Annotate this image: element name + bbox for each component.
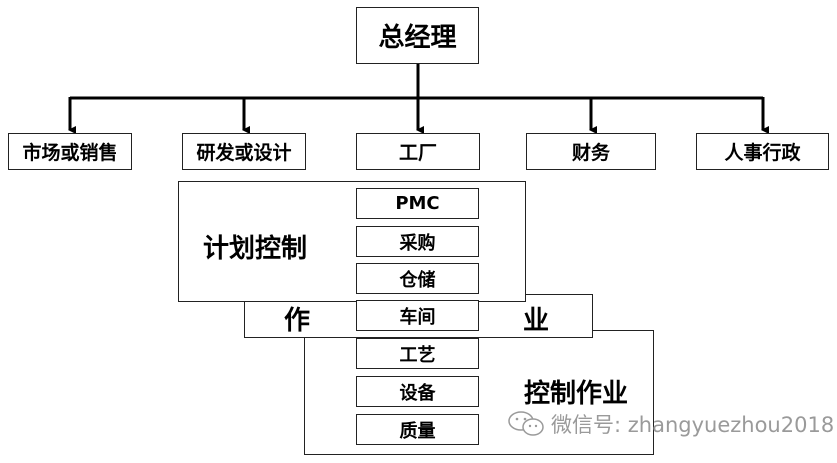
operations-band-right-char: 业 xyxy=(523,306,550,336)
unit-label: 仓储 xyxy=(399,269,436,291)
dept-hr-admin: 人事行政 xyxy=(696,133,829,170)
unit-label: 质量 xyxy=(399,420,436,442)
dept-marketing-sales: 市场或销售 xyxy=(8,133,132,170)
unit-label: 设备 xyxy=(399,382,436,404)
unit-label: PMC xyxy=(395,193,440,214)
unit-label: 工艺 xyxy=(399,344,436,366)
planning-control-label: 计划控制 xyxy=(203,234,308,264)
watermark: 微信号: zhangyuezhou2018 xyxy=(507,409,834,439)
unit-process: 工艺 xyxy=(356,338,479,369)
unit-label: 车间 xyxy=(399,306,436,328)
unit-warehouse: 仓储 xyxy=(356,263,479,294)
unit-quality: 质量 xyxy=(356,414,479,445)
general-manager-box: 总经理 xyxy=(356,7,479,64)
unit-workshop: 车间 xyxy=(356,300,479,331)
watermark-text: 微信号: zhangyuezhou2018 xyxy=(551,413,835,437)
dept-factory: 工厂 xyxy=(356,133,480,170)
unit-procurement: 采购 xyxy=(356,226,479,257)
dept-label: 市场或销售 xyxy=(22,142,118,164)
dept-finance: 财务 xyxy=(526,133,656,170)
control-operations-label: 控制作业 xyxy=(524,379,629,409)
dept-label: 财务 xyxy=(571,142,610,164)
operations-band-left-char: 作 xyxy=(284,306,311,336)
dept-label: 工厂 xyxy=(398,142,437,164)
dept-label: 研发或设计 xyxy=(196,142,292,164)
dept-rnd-design: 研发或设计 xyxy=(182,133,306,170)
unit-label: 采购 xyxy=(399,232,436,254)
unit-equipment: 设备 xyxy=(356,376,479,407)
general-manager-label: 总经理 xyxy=(378,23,457,53)
wechat-icon xyxy=(508,411,544,436)
unit-pmc: PMC xyxy=(356,188,479,219)
dept-label: 人事行政 xyxy=(724,142,801,164)
